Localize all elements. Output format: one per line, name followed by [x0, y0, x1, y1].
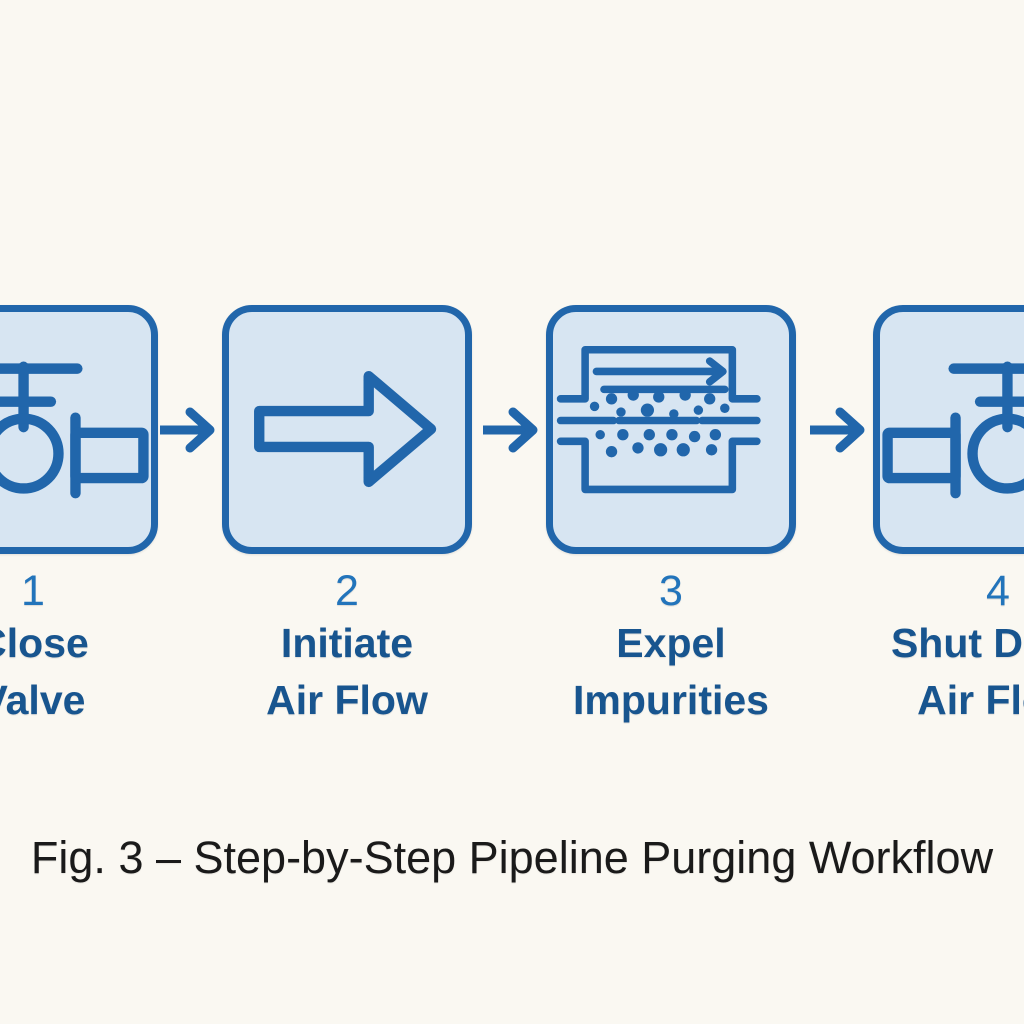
step-4-title-line2: Air Flow [917, 677, 1024, 723]
step-2-card[interactable] [222, 305, 472, 554]
figure-caption: Fig. 3 – Step-by-Step Pipeline Purging W… [30, 832, 994, 883]
workflow-step-3[interactable]: 3 Expel Impurities [546, 305, 796, 723]
step-2-title-line2: Air Flow [266, 677, 428, 723]
step-1-title-line1: Close [0, 620, 89, 666]
workflow-step-2[interactable]: 2 Initiate Air Flow [222, 305, 472, 723]
step-1-labels: 1 Close Valve [0, 567, 158, 729]
workflow-step-4[interactable]: 4 Shut Down Air Flow [873, 305, 1024, 723]
connector-arrow-3-to-4 [810, 405, 872, 455]
step-4-number: 4 [986, 567, 1010, 615]
gate-valve-mirrored-icon [882, 361, 1024, 499]
connector-arrow-1-to-2 [160, 405, 222, 455]
step-1-number: 1 [21, 567, 45, 615]
large-right-arrow-icon [254, 370, 437, 488]
connector-arrow-2-to-3 [483, 405, 545, 455]
gate-valve-icon [0, 361, 149, 499]
step-1-card[interactable] [0, 305, 158, 554]
workflow-step-1[interactable]: 1 Close Valve [0, 305, 158, 723]
step-3-title-line2: Impurities [573, 677, 769, 723]
step-4-labels: 4 Shut Down Air Flow [873, 567, 1024, 729]
pipe-with-particles-icon [556, 345, 761, 494]
step-4-card[interactable] [873, 305, 1024, 554]
step-4-title-line1: Shut Down [890, 620, 1024, 666]
step-3-card[interactable] [546, 305, 796, 554]
step-3-title-line1: Expel [616, 620, 726, 666]
step-3-number: 3 [659, 567, 683, 615]
step-2-labels: 2 Initiate Air Flow [222, 567, 472, 729]
step-3-labels: 3 Expel Impurities [546, 567, 796, 729]
step-2-title-line1: Initiate [280, 620, 414, 666]
step-2-number: 2 [335, 567, 359, 615]
step-1-title-line2: Valve [0, 677, 86, 723]
